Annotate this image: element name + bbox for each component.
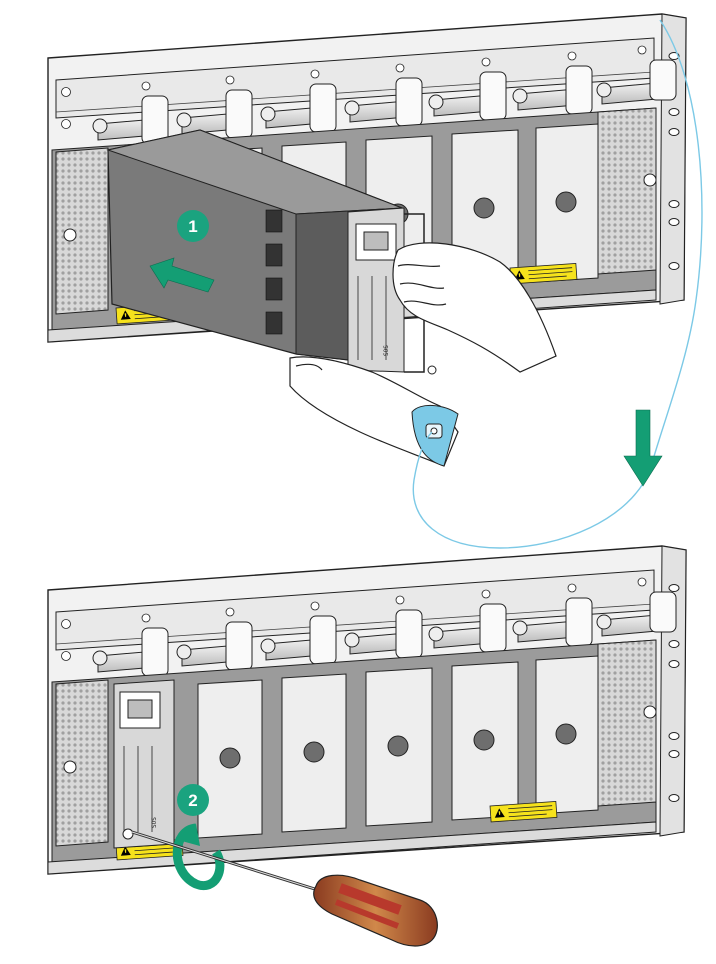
installed-module: SOS (113, 679, 175, 849)
step-2-badge: 2 (177, 784, 209, 816)
module-marking-bottom: SOS (151, 817, 158, 828)
chassis-panel-bottom: SOS (47, 545, 687, 875)
step-2-label: 2 (188, 791, 197, 810)
arrow-down-icon (623, 409, 663, 487)
screwdriver (131, 830, 438, 947)
module-marking-top: SOS (383, 345, 390, 356)
step-1-badge: 1 (177, 210, 209, 242)
arrow-left-icon (149, 257, 215, 293)
esd-wrist-strap (411, 405, 459, 467)
rotate-clockwise-icon (172, 823, 225, 891)
chassis-panel-top: SOS 1 (47, 13, 687, 467)
hand-pushing (392, 242, 557, 373)
power-module[interactable]: SOS (106, 129, 437, 375)
step-1-label: 1 (188, 217, 197, 236)
